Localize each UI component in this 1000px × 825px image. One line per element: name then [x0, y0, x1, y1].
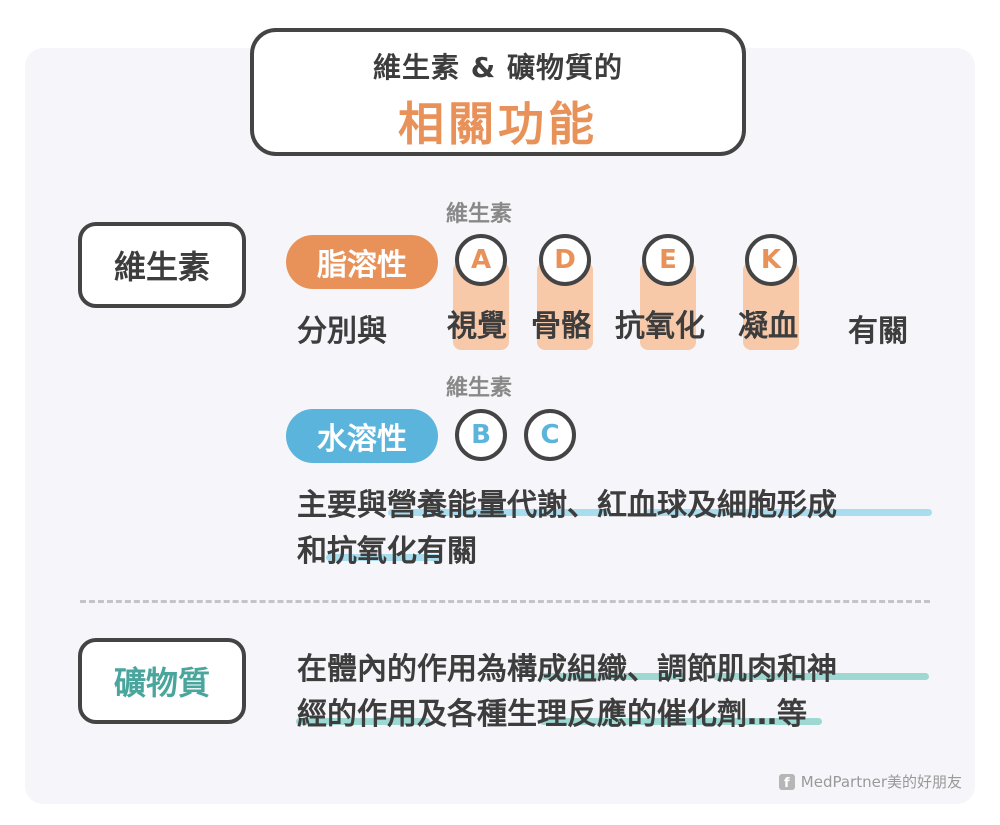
fat-soluble-suffix: 有關: [848, 314, 908, 349]
desc-seg: 有關: [417, 534, 477, 569]
highlight-catalyst: [540, 718, 822, 725]
brand-text: MedPartner美的好朋友: [800, 773, 962, 791]
highlight-nerve-action: [296, 718, 430, 725]
minerals-desc-line-2: 經的作用及各種生理反應的催化劑…等: [297, 689, 807, 733]
vitamin-d-function: 骨骼: [531, 309, 591, 344]
desc-seg: 在體內的作用為: [297, 652, 507, 687]
desc-seg: 主要與: [297, 488, 387, 523]
highlight-antioxidant: [326, 554, 440, 561]
desc-seg-highlight: 抗氧化: [327, 534, 417, 569]
desc-seg-highlight: 紅血球及細胞形成: [597, 488, 837, 523]
vitamin-d-badge: D: [539, 234, 591, 286]
desc-seg-highlight: 生理反應的催化劑: [507, 697, 747, 732]
fat-soluble-pill: 脂溶性: [286, 235, 438, 289]
minerals-label: 礦物質: [78, 638, 246, 724]
water-soluble-desc-line-2: 和抗氧化有關: [297, 526, 477, 570]
water-soluble-pill: 水溶性: [286, 409, 438, 463]
desc-seg: 、: [627, 652, 657, 687]
desc-seg-highlight: 構成組織: [507, 652, 627, 687]
desc-seg-highlight: 調節肌肉和神: [657, 652, 837, 687]
desc-seg-highlight: 經的作用: [297, 697, 417, 732]
brand-watermark: f MedPartner美的好朋友: [778, 771, 962, 792]
desc-seg-highlight: 營養能量代謝: [387, 488, 567, 523]
desc-seg: 、: [567, 488, 597, 523]
highlight-energy-metabolism: [388, 509, 610, 516]
desc-seg: …等: [747, 697, 807, 732]
vitamin-a-badge: A: [455, 234, 507, 286]
highlight-muscle-nerve: [713, 673, 929, 680]
desc-seg: 及各種: [417, 697, 507, 732]
highlight-blood-cell: [646, 509, 932, 516]
vitamin-k-badge: K: [745, 234, 797, 286]
fat-soluble-prefix: 分別與: [297, 314, 387, 349]
water-soluble-desc-line-1: 主要與營養能量代謝、紅血球及細胞形成: [297, 480, 837, 524]
facebook-icon: f: [778, 773, 795, 790]
vitamin-b-badge: B: [455, 409, 507, 461]
fat-soluble-group-label: 維生素: [446, 202, 513, 227]
vitamins-label: 維生素: [78, 222, 246, 308]
vitamin-a-function: 視覺: [447, 309, 507, 344]
vitamin-e-badge: E: [642, 234, 694, 286]
title-box: 維生素 & 礦物質的 相關功能: [250, 28, 746, 156]
title-line-1: 維生素 & 礦物質的: [373, 51, 623, 84]
vitamin-k-function: 凝血: [738, 309, 798, 344]
highlight-tissue: [541, 673, 684, 680]
minerals-desc-line-1: 在體內的作用為構成組織、調節肌肉和神: [297, 644, 837, 688]
vitamin-e-function: 抗氧化: [615, 309, 705, 344]
section-divider: [80, 600, 930, 603]
water-soluble-group-label: 維生素: [446, 376, 513, 401]
title-line-2: 相關功能: [398, 97, 598, 151]
desc-seg: 和: [297, 534, 327, 569]
vitamin-c-badge: C: [524, 409, 576, 461]
